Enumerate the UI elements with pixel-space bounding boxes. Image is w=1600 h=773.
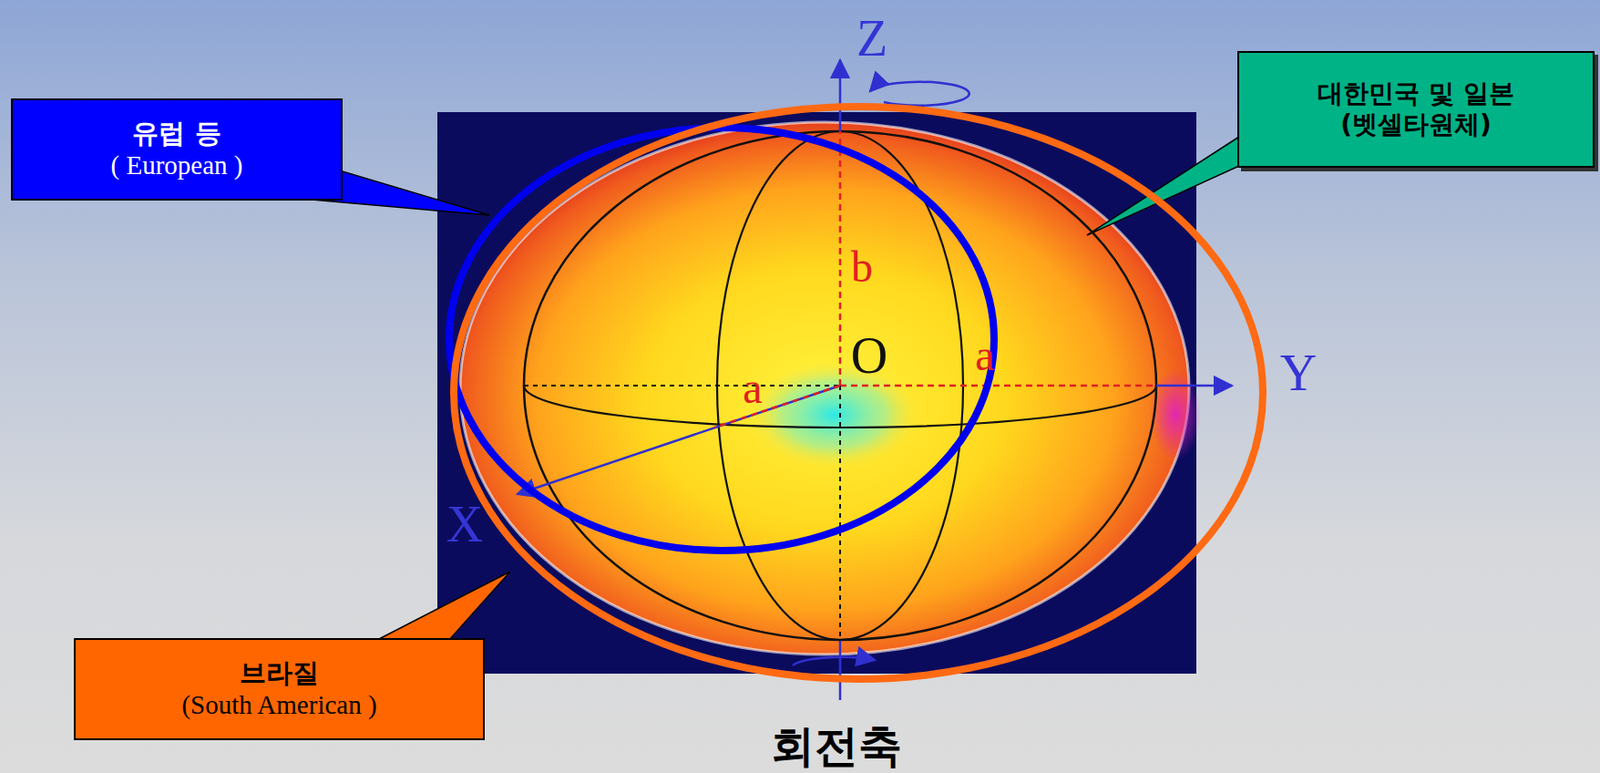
x-axis (517, 385, 841, 494)
rotation-arrow (792, 656, 875, 666)
axis-label: Z (856, 12, 888, 64)
rotation-axis-label: 회전축 (770, 723, 903, 768)
semi-major-axis (714, 385, 841, 428)
axis-dashed (523, 384, 841, 387)
semi-minor-axis (839, 131, 842, 386)
european-ellipsoid (449, 127, 995, 551)
callout-text: (벳셀타원체) (1340, 109, 1492, 141)
callout-text: ( European ) (111, 149, 244, 182)
geoid-shape (460, 122, 1190, 655)
bessel-ellipsoid (523, 131, 1157, 640)
navy-panel (437, 112, 1197, 674)
callout-tail (1087, 136, 1240, 236)
y-axis (1156, 384, 1232, 388)
z-axis (839, 640, 842, 700)
geoid-low (747, 359, 921, 470)
callout-text: 유럽 등 (132, 117, 221, 150)
callout-box: 대한민국 및 일본(벳셀타원체) (1237, 51, 1595, 168)
callout-text: 대한민국 및 일본 (1317, 78, 1515, 110)
axis-label: Y (1280, 347, 1317, 399)
semi-minor-label: b (851, 245, 873, 289)
semi-major-axis (840, 384, 1157, 388)
callout-text: (South American ) (181, 688, 377, 721)
origin-label: O (851, 329, 888, 381)
south-american-ellipsoid (453, 106, 1263, 679)
callout-tail (377, 571, 511, 640)
callout-text: 브라질 (239, 656, 319, 689)
callout-box: 브라질(South American ) (73, 637, 485, 740)
semi-major-label: a (974, 333, 995, 378)
rotation-arrow (870, 82, 970, 106)
geoid-high (1149, 369, 1201, 461)
semi-major-label: a (742, 366, 762, 411)
axis-dashed (839, 385, 842, 641)
callout-box: 유럽 등( European ) (10, 98, 343, 201)
axis-label: X (446, 498, 483, 550)
z-axis (839, 60, 842, 132)
